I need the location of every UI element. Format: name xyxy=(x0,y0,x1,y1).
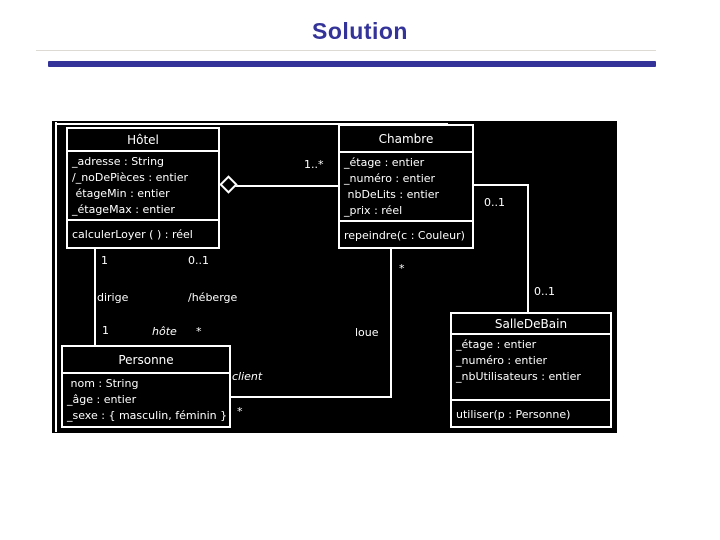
class-attribute: _étageMax : entier xyxy=(72,203,175,216)
diagram-label: /héberge xyxy=(188,291,238,304)
uml-line-association-loue-horizontal xyxy=(231,396,392,398)
title-divider xyxy=(48,61,656,67)
class-attribute: _âge : entier xyxy=(67,393,137,406)
class-attribute: _numéro : entier xyxy=(456,354,548,367)
aggregation-diamond-icon xyxy=(219,175,238,194)
uml-class-hotel: Hôtel _adresse : String /_noDePièces : ent… xyxy=(66,127,220,249)
uml-line-association-loue-vertical xyxy=(390,248,392,398)
uml-class-attributes-chambre: _étage : entier _numéro : entier nbDeLits… xyxy=(340,153,472,220)
diagram-label: dirige xyxy=(97,291,129,304)
class-attribute: _étage : entier xyxy=(456,338,537,351)
class-attribute: /_noDePièces : entier xyxy=(72,171,189,184)
uml-line-association-chambre-salledebain-horizontal xyxy=(474,184,528,186)
class-attribute: nom : String xyxy=(67,377,139,390)
uml-class-salledebain: SalleDeBain _étage : entier _numéro : enti… xyxy=(450,312,612,428)
uml-class-methods-salledebain: utiliser(p : Personne) xyxy=(452,399,610,426)
diagram-label: * xyxy=(237,405,243,418)
uml-class-chambre: Chambre _étage : entier _numéro : entier n… xyxy=(338,124,474,249)
class-attribute: _numéro : entier xyxy=(344,172,436,185)
diagram-label: client xyxy=(232,370,263,383)
diagram-label: 1..* xyxy=(304,158,324,171)
class-attribute: _nbUtilisateurs : entier xyxy=(456,370,581,383)
page-title: Solution xyxy=(312,18,408,44)
diagram-label: * xyxy=(196,325,202,338)
uml-line-association-dirige xyxy=(94,249,96,345)
uml-class-title-salledebain: SalleDeBain xyxy=(452,314,610,335)
uml-class-methods-hotel: calculerLoyer ( ) : réel xyxy=(68,219,218,247)
uml-class-title-personne: Personne xyxy=(63,347,229,374)
diagram-label: hôte xyxy=(152,325,177,338)
uml-class-methods-chambre: repeindre(c : Couleur) xyxy=(340,220,472,247)
divider-light xyxy=(36,50,656,51)
uml-class-attributes-hotel: _adresse : String /_noDePièces : entier é… xyxy=(68,152,218,219)
class-attribute: _prix : réel xyxy=(344,204,403,217)
uml-line-association-chambre-salledebain-vertical xyxy=(527,184,529,312)
uml-diagram-canvas: Hôtel _adresse : String /_noDePièces : ent… xyxy=(52,121,617,433)
uml-line-aggregation-hotel-chambre xyxy=(235,185,338,187)
uml-class-title-chambre: Chambre xyxy=(340,126,472,153)
uml-line-frame-top xyxy=(55,123,448,125)
class-attribute: _adresse : String xyxy=(72,155,165,168)
diagram-label: 1 xyxy=(102,324,109,337)
diagram-label: 0..1 xyxy=(534,285,555,298)
class-method: calculerLoyer ( ) : réel xyxy=(72,228,193,241)
diagram-label: * xyxy=(399,262,405,275)
uml-class-attributes-salledebain: _étage : entier _numéro : entier _nbUtilis… xyxy=(452,335,610,399)
class-attribute: nbDeLits : entier xyxy=(344,188,440,201)
class-method: repeindre(c : Couleur) xyxy=(344,229,465,242)
diagram-label: 1 xyxy=(101,254,108,267)
uml-class-title-hotel: Hôtel xyxy=(68,129,218,152)
class-attribute: _sexe : { masculin, féminin } xyxy=(67,409,228,422)
diagram-label: loue xyxy=(355,326,379,339)
uml-line-frame-left xyxy=(55,122,57,432)
class-method: utiliser(p : Personne) xyxy=(456,408,571,421)
class-attribute: étageMin : entier xyxy=(72,187,170,200)
uml-class-personne: Personne nom : String _âge : entier _sexe … xyxy=(61,345,231,428)
diagram-label: 0..1 xyxy=(484,196,505,209)
uml-class-attributes-personne: nom : String _âge : entier _sexe : { mascu… xyxy=(63,374,229,426)
class-attribute: _étage : entier xyxy=(344,156,425,169)
diagram-label: 0..1 xyxy=(188,254,209,267)
